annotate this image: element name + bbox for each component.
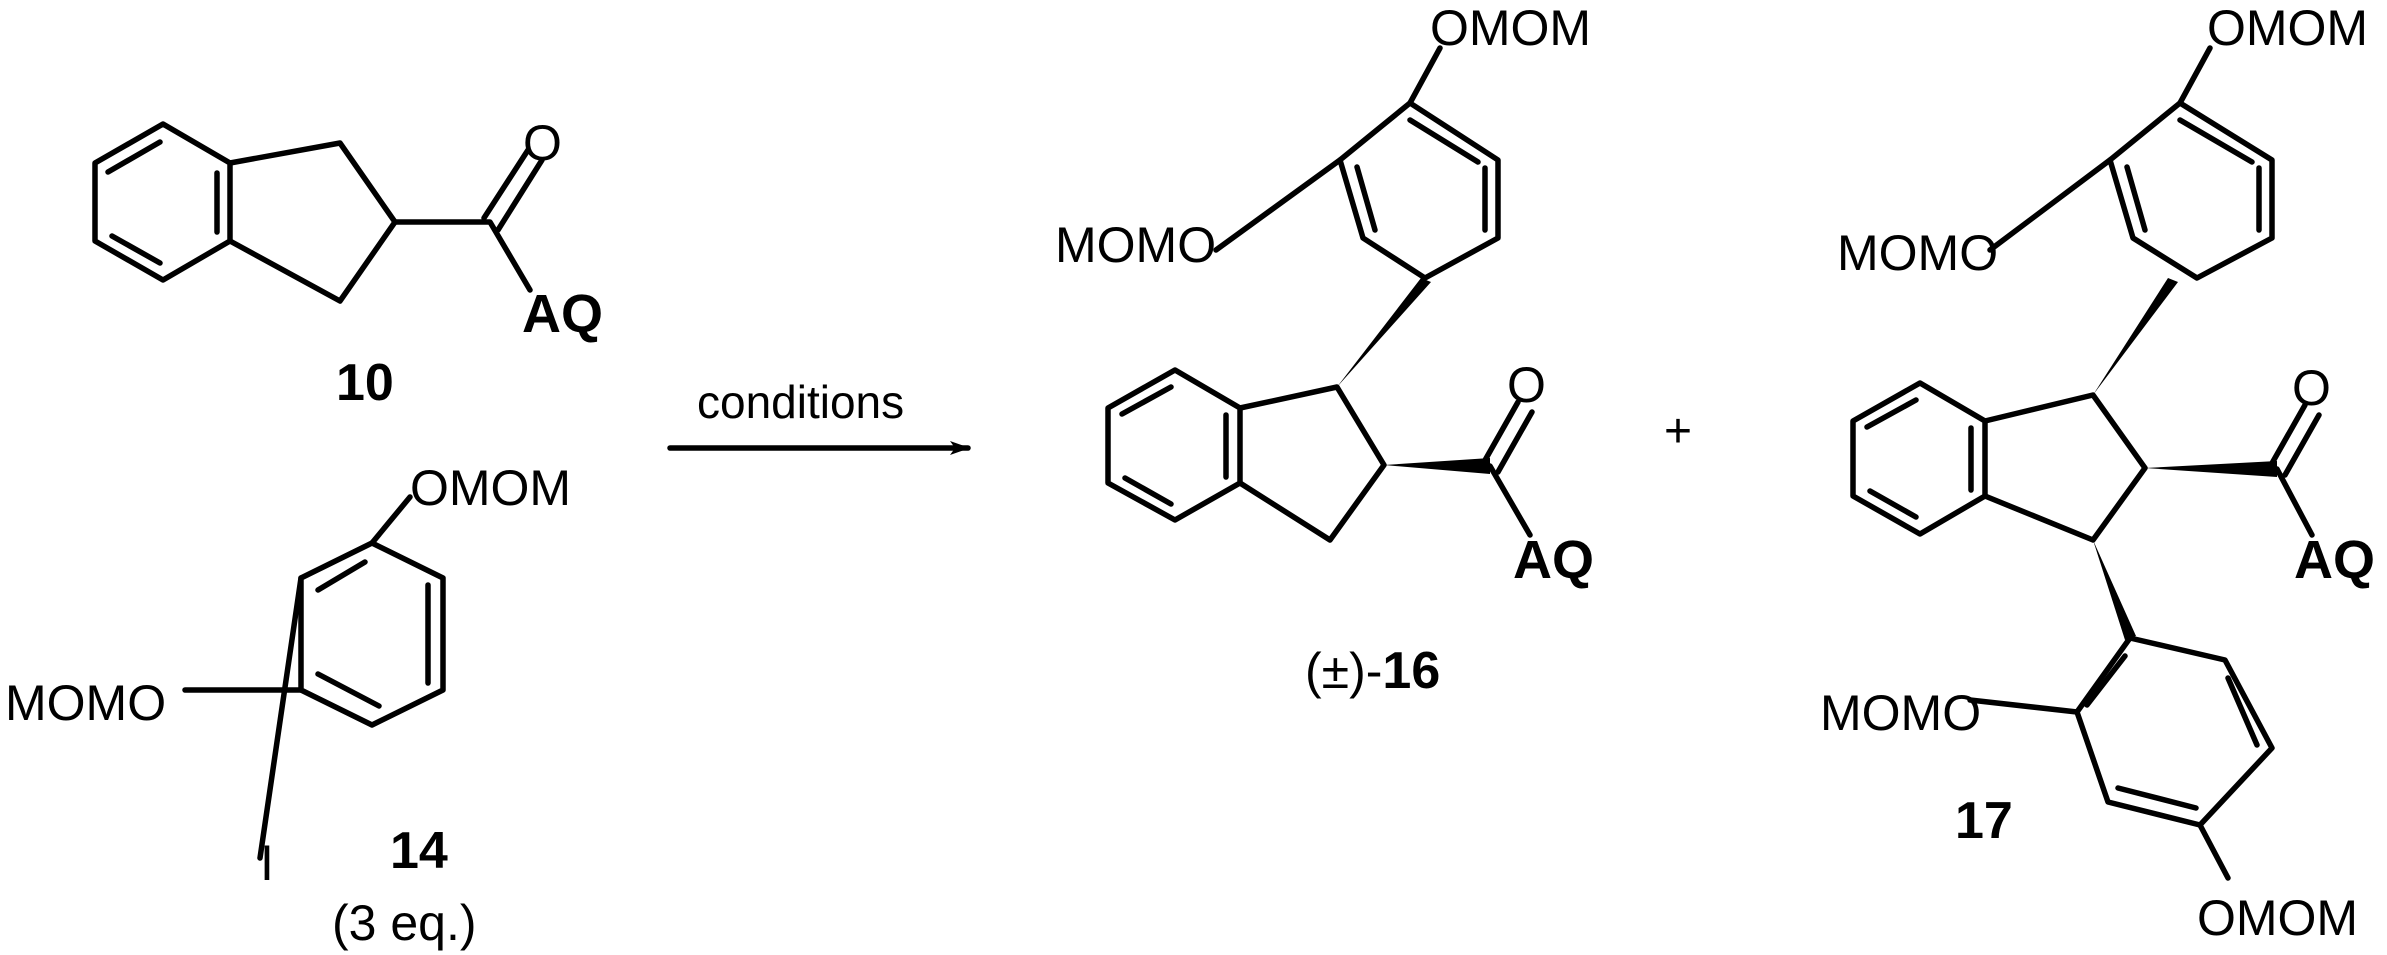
compound-16-aq-group: AQ bbox=[1513, 530, 1594, 590]
compound-14-aromatic-inner-bonds bbox=[315, 559, 431, 709]
compound-17-lower-aryl-inner-bonds bbox=[2084, 653, 2260, 811]
compound-14-iodine: I bbox=[260, 835, 274, 891]
compound-17-upper-substituent-bonds bbox=[1987, 45, 2213, 253]
compound-14-equivalents: (3 eq.) bbox=[332, 895, 477, 951]
compound-16-racemic-prefix: (±)- bbox=[1305, 643, 1382, 699]
compound-16-indane-benzene bbox=[1105, 367, 1243, 523]
compound-17-indane-cyclopentane bbox=[1982, 392, 2148, 543]
compound-17-number: 17 bbox=[1955, 792, 2013, 850]
compound-14-top-substituent: OMOM bbox=[410, 460, 571, 516]
compound-17-aq-group: AQ bbox=[2294, 530, 2375, 590]
compound-16-indane-cyclopentane bbox=[1237, 384, 1387, 543]
compound-10-carbonyl-double-bond bbox=[481, 147, 545, 233]
compound-10-benzene-ring bbox=[92, 121, 233, 283]
compound-17-lower-side-substituent: MOMO bbox=[1820, 685, 1981, 741]
compound-16-amide-bond bbox=[1487, 463, 1533, 538]
compound-16-wedge-carbonyl bbox=[1384, 458, 1490, 474]
compound-10-number: 10 bbox=[336, 354, 394, 412]
compound-10-aq-group: AQ bbox=[522, 284, 603, 344]
compound-17-lower-substituent-bonds bbox=[1967, 697, 2231, 881]
compound-10-structure: O AQ 10 bbox=[92, 115, 603, 412]
compound-16-indane-inner-bonds bbox=[1119, 384, 1229, 507]
compound-16-structure: OMOM MOMO O AQ (±)-16 bbox=[1055, 0, 1594, 700]
compound-16-carbonyl-oxygen: O bbox=[1507, 357, 1546, 413]
compound-16-aryl-substituent-bonds bbox=[1213, 45, 1443, 253]
compound-16-wedge-aryl bbox=[1337, 278, 1431, 387]
compound-10-amide-bonds bbox=[392, 219, 533, 293]
plus-sign: + bbox=[1664, 405, 1692, 458]
compound-17-wedge-carbonyl bbox=[2145, 461, 2277, 477]
compound-17-wedge-upper-aryl bbox=[2093, 278, 2178, 395]
compound-17-wedge-lower-aryl bbox=[2093, 540, 2136, 640]
compound-10-aromatic-inner-bonds bbox=[105, 139, 220, 266]
compound-16-aryl-inner-bonds bbox=[1354, 117, 1488, 233]
compound-16-top-substituent: OMOM bbox=[1430, 0, 1591, 56]
compound-17-top-substituent: OMOM bbox=[2207, 0, 2368, 56]
compound-17-lower-aryl-ring bbox=[2074, 635, 2275, 828]
compound-16-label: (±)-16 bbox=[1305, 642, 1440, 700]
compound-16-side-substituent: MOMO bbox=[1055, 217, 1216, 273]
compound-17-amide-bond bbox=[2274, 466, 2315, 538]
compound-17-indane-benzene bbox=[1850, 380, 1988, 537]
conditions-label: conditions bbox=[697, 376, 904, 428]
compound-14-number: 14 bbox=[390, 822, 448, 880]
compound-17-carbonyl-double-bond bbox=[2268, 402, 2322, 478]
compound-17-bottom-substituent: OMOM bbox=[2197, 890, 2358, 946]
compound-14-structure: OMOM MOMO I 14 (3 eq.) bbox=[5, 460, 571, 951]
compound-10-carbonyl-oxygen: O bbox=[523, 115, 562, 171]
compound-16-number: 16 bbox=[1382, 642, 1440, 700]
compound-14-benzene-ring bbox=[298, 540, 446, 728]
reaction-arrow: conditions bbox=[667, 376, 971, 455]
compound-10-cyclopentane-ring bbox=[227, 140, 398, 304]
compound-17-structure: OMOM MOMO O AQ MOMO OMOM 17 bbox=[1820, 0, 2375, 946]
compound-17-upper-side-substituent: MOMO bbox=[1837, 225, 1998, 281]
compound-17-carbonyl-oxygen: O bbox=[2292, 360, 2331, 416]
compound-17-indane-inner-bonds bbox=[1864, 397, 1974, 520]
compound-17-upper-aryl-inner-bonds bbox=[2124, 117, 2262, 233]
compound-16-carbonyl-double-bond bbox=[1481, 399, 1535, 475]
compound-14-side-substituent: MOMO bbox=[5, 675, 166, 731]
compound-14-substituent-bonds bbox=[182, 494, 413, 861]
